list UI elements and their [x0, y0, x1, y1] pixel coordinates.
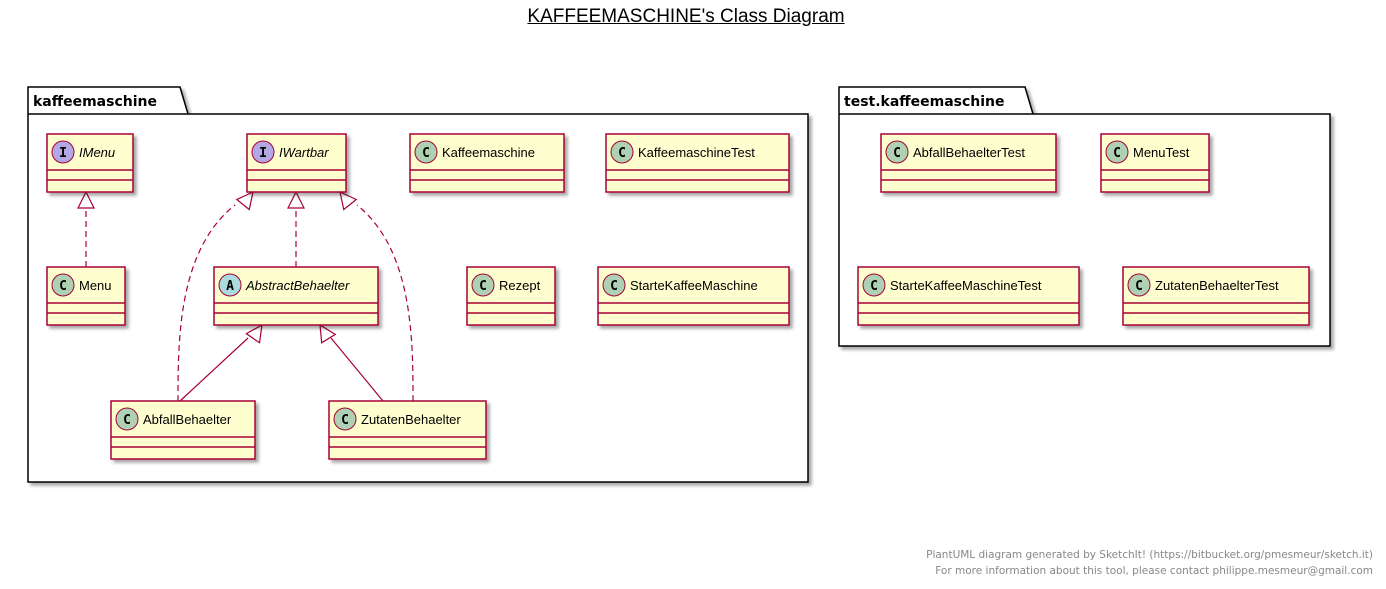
generalization-edge-zutatenbehaelter-to-abstractbehaelter	[319, 323, 384, 402]
class-kaffeemaschine[interactable]: C Kaffeemaschine	[409, 133, 565, 193]
class-startekaffeemaschine[interactable]: C StarteKaffeeMaschine	[597, 266, 790, 326]
stereotype-letter: C	[1135, 279, 1143, 294]
footer-line-1: PlantUML diagram generated by SketchIt! …	[926, 549, 1373, 561]
stereotype-badge-icon	[115, 407, 139, 431]
stereotype-badge-icon	[414, 140, 438, 164]
class-iwartbar[interactable]: I IWartbar	[246, 133, 347, 193]
footer-line-2: For more information about this tool, pl…	[935, 565, 1373, 577]
class-box	[328, 400, 487, 460]
stereotype-badge-icon	[885, 140, 909, 164]
stereotype-letter: C	[618, 146, 626, 161]
class-name: IWartbar	[279, 145, 329, 160]
inheritance-arrowhead	[287, 190, 305, 209]
class-zutatenbehaeltertest[interactable]: C ZutatenBehaelterTest	[1122, 266, 1310, 326]
diagram-title: KAFFEEMASCHINE's Class Diagram	[527, 6, 845, 27]
class-menu[interactable]: C Menu	[46, 266, 126, 326]
package-name: kaffeemaschine	[33, 94, 157, 110]
class-abfallbehaelter[interactable]: C AbfallBehaelter	[110, 400, 256, 460]
class-box	[409, 133, 565, 193]
class-startekaffeemaschinetest[interactable]: C StarteKaffeeMaschineTest	[857, 266, 1080, 326]
stereotype-badge-icon	[1127, 273, 1151, 297]
stereotype-letter: C	[479, 279, 487, 294]
class-name: MenuTest	[1133, 145, 1190, 160]
stereotype-letter: C	[123, 413, 131, 428]
class-abfallbehaeltertest[interactable]: C AbfallBehaelterTest	[880, 133, 1057, 193]
stereotype-letter: C	[1113, 146, 1121, 161]
realization-edge-menu-to-imenu	[77, 190, 95, 267]
class-box	[597, 266, 790, 326]
stereotype-badge-icon	[602, 273, 626, 297]
class-name: StarteKaffeeMaschine	[630, 278, 758, 293]
class-name: ZutatenBehaelter	[361, 412, 461, 427]
stereotype-badge-icon	[251, 140, 275, 164]
class-box	[213, 266, 379, 326]
stereotype-badge-icon	[1105, 140, 1129, 164]
class-menutest[interactable]: C MenuTest	[1100, 133, 1210, 193]
class-box	[605, 133, 790, 193]
class-box	[857, 266, 1080, 326]
stereotype-letter: I	[59, 146, 67, 161]
class-name: StarteKaffeeMaschineTest	[890, 278, 1042, 293]
class-box	[880, 133, 1057, 193]
class-name: AbstractBehaelter	[245, 278, 350, 293]
stereotype-badge-icon	[610, 140, 634, 164]
realization-edge-abstractbehaelter-to-iwartbar	[287, 190, 305, 267]
stereotype-letter: C	[610, 279, 618, 294]
inheritance-arrowhead	[245, 323, 263, 344]
class-name: AbfallBehaelterTest	[913, 145, 1025, 160]
stereotype-letter: C	[893, 146, 901, 161]
class-name: IMenu	[79, 145, 115, 160]
footer: PlantUML diagram generated by SketchIt! …	[926, 547, 1373, 579]
realization-edge-abfallbehaelter-to-iwartbar	[177, 190, 254, 402]
class-rezept[interactable]: C Rezept	[466, 266, 556, 326]
stereotype-badge-icon	[51, 273, 75, 297]
inheritance-arrowhead	[77, 190, 95, 209]
class-abstractbehaelter[interactable]: A AbstractBehaelter	[213, 266, 379, 326]
class-kaffeemaschinetest[interactable]: C KaffeemaschineTest	[605, 133, 790, 193]
class-zutatenbehaelter[interactable]: C ZutatenBehaelter	[328, 400, 487, 460]
stereotype-letter: C	[341, 413, 349, 428]
stereotype-badge-icon	[218, 273, 242, 297]
stereotype-letter: I	[259, 146, 267, 161]
realization-edge-zutatenbehaelter-to-iwartbar	[339, 190, 414, 402]
stereotype-letter: C	[422, 146, 430, 161]
class-box	[1122, 266, 1310, 326]
class-box	[110, 400, 256, 460]
class-name: Menu	[79, 278, 112, 293]
inheritance-arrowhead	[235, 190, 254, 211]
stereotype-badge-icon	[862, 273, 886, 297]
stereotype-badge-icon	[333, 407, 357, 431]
stereotype-badge-icon	[51, 140, 75, 164]
generalization-edge-abfallbehaelter-to-abstractbehaelter	[179, 323, 263, 402]
inheritance-arrowhead	[339, 190, 358, 211]
class-name: ZutatenBehaelterTest	[1155, 278, 1279, 293]
stereotype-letter: C	[59, 279, 67, 294]
class-name: Rezept	[499, 278, 541, 293]
stereotype-letter: A	[226, 279, 234, 294]
stereotype-letter: C	[870, 279, 878, 294]
class-name: AbfallBehaelter	[143, 412, 232, 427]
inheritance-arrowhead	[319, 323, 337, 344]
stereotype-badge-icon	[471, 273, 495, 297]
package-name: test.kaffeemaschine	[844, 94, 1005, 110]
class-name: Kaffeemaschine	[442, 145, 535, 160]
class-imenu[interactable]: I IMenu	[46, 133, 134, 193]
class-name: KaffeemaschineTest	[638, 145, 755, 160]
